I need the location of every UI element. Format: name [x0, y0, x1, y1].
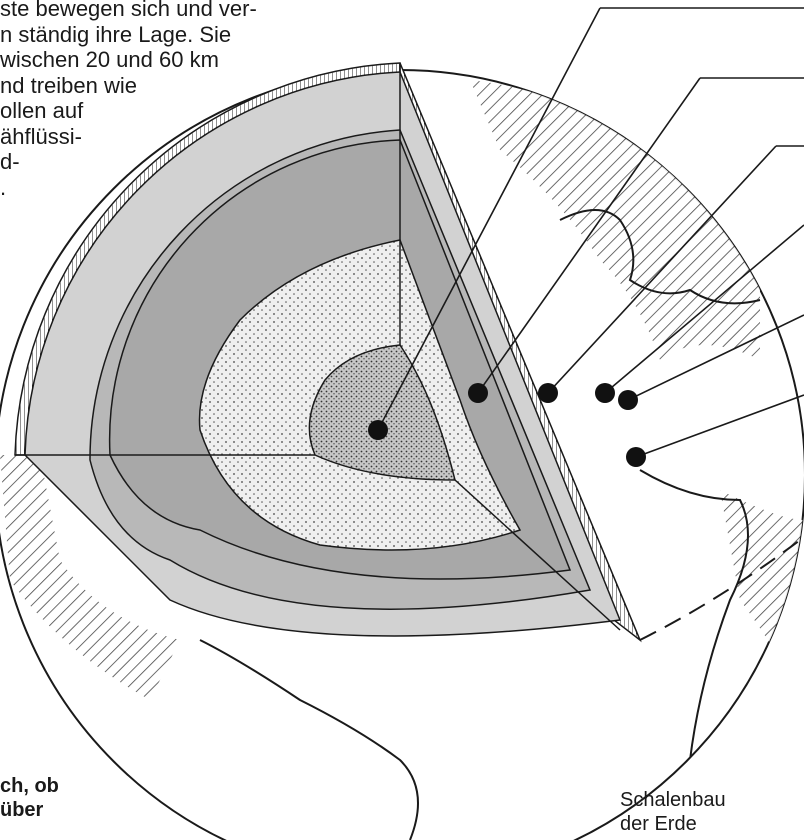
marker-crust	[626, 447, 646, 467]
caption-line-1: Schalenbau	[620, 788, 726, 812]
bottom-bold-text: ch, ob über	[0, 774, 59, 822]
description-line: ollen auf	[0, 98, 300, 124]
description-line: ähflüssi-	[0, 124, 300, 150]
caption-line-2: der Erde	[620, 812, 726, 836]
marker-lithosphere	[618, 390, 638, 410]
bottom-bold-line-2: über	[0, 798, 59, 822]
marker-outer-core	[468, 383, 488, 403]
description-line: wischen 20 und 60 km	[0, 47, 300, 73]
marker-inner-core	[368, 420, 388, 440]
description-line: ste bewegen sich und ver-	[0, 0, 300, 22]
marker-lower-mantle	[538, 383, 558, 403]
diagram-caption: Schalenbau der Erde	[620, 788, 726, 836]
description-line: d-	[0, 149, 300, 175]
description-line: nd treiben wie	[0, 73, 300, 99]
description-line: n ständig ihre Lage. Sie	[0, 22, 300, 48]
description-text: ste bewegen sich und ver- n ständig ihre…	[0, 0, 300, 200]
description-line: .	[0, 175, 300, 201]
bottom-bold-line-1: ch, ob	[0, 774, 59, 798]
marker-upper-mantle	[595, 383, 615, 403]
